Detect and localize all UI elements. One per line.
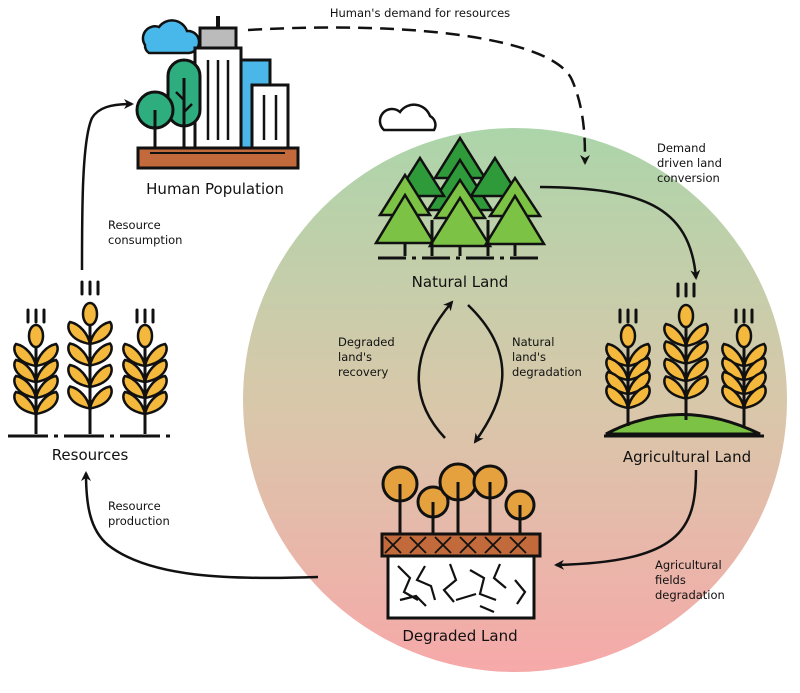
agricultural-degradation-label: Agricultural fields degradation: [655, 558, 725, 602]
resources-label: Resources: [52, 446, 129, 464]
resource-production-arrow: [81, 471, 319, 580]
agricultural-degradation-arrow: [554, 469, 698, 570]
degraded-land-label: Degraded Land: [402, 627, 517, 645]
demand-for-resources-arrow: [247, 26, 590, 165]
wheat-stalk: [13, 308, 59, 434]
agricultural-land-label: Agricultural Land: [623, 448, 751, 466]
resource-production-label: Resource production: [108, 499, 170, 528]
cloud-icon: [141, 19, 201, 55]
demand-driven-conversion-arrow: [539, 185, 701, 280]
natural-degradation-label: Natural land's degradation: [512, 335, 582, 379]
demand-driven-conversion-label: Demand driven land conversion: [657, 141, 726, 185]
wheat-stalk: [663, 282, 709, 420]
resources-icon: [8, 280, 172, 438]
degraded-recovery-label: Degraded land's recovery: [338, 335, 398, 379]
degraded-land-icon: [380, 462, 542, 620]
natural-degradation-arrow: [467, 304, 504, 444]
demand-for-resources-label: Human's demand for resources: [330, 6, 510, 20]
resource-consumption-label: Resource consumption: [108, 218, 182, 247]
natural-land-label: Natural Land: [412, 273, 509, 291]
wheat-stalk: [605, 308, 651, 426]
natural-land-icon: [373, 103, 547, 260]
cloud-icon: [378, 103, 437, 132]
wheat-stalk-icon: [605, 282, 767, 426]
agricultural-land-icon: [604, 282, 767, 438]
human-population-label: Human Population: [146, 180, 284, 198]
resource-consumption-arrow: [80, 99, 134, 271]
human-population-icon: [135, 16, 300, 170]
system-circle: [243, 128, 787, 672]
wheat-stalk: [122, 308, 168, 434]
wheat-stalk-icon: [13, 280, 168, 434]
wheat-stalk: [67, 280, 113, 434]
degraded-recovery-arrow: [417, 300, 454, 439]
wheat-stalk: [721, 308, 767, 426]
